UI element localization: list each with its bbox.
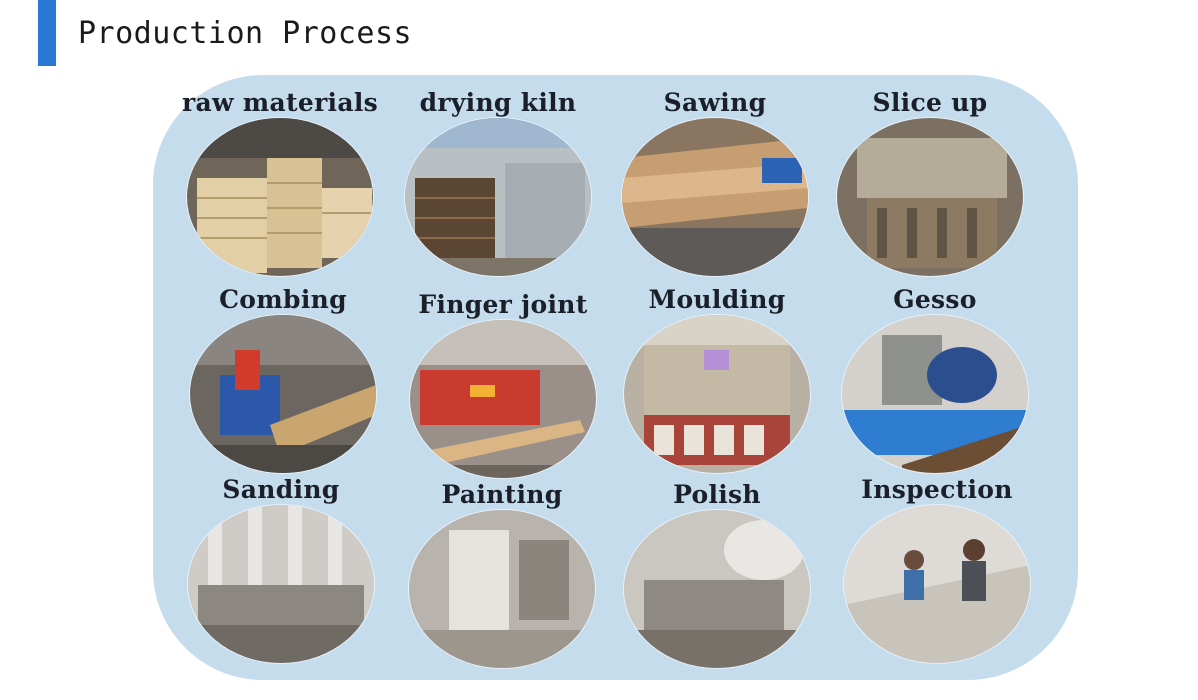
step-label: Polish <box>673 480 761 509</box>
step-sawing: Sawing <box>610 88 820 288</box>
step-painting: Painting <box>397 480 607 680</box>
sanding-machine-photo <box>188 505 374 663</box>
step-label: Painting <box>441 480 563 509</box>
painting-booth-photo <box>409 510 595 668</box>
step-gesso: Gesso <box>830 285 1040 485</box>
step-raw-materials: raw materials <box>175 88 385 288</box>
step-label: Gesso <box>893 285 977 314</box>
finger-joint-photo <box>410 320 596 478</box>
polish-machine-photo <box>624 510 810 668</box>
step-polish: Polish <box>612 480 822 680</box>
lumber-stack-photo <box>187 118 373 276</box>
page-title: Production Process <box>78 16 413 51</box>
step-finger-joint: Finger joint <box>398 290 608 490</box>
step-drying-kiln: drying kiln <box>393 88 603 288</box>
step-combing: Combing <box>178 285 388 485</box>
kiln-photo <box>405 118 591 276</box>
step-label: Sawing <box>663 88 767 117</box>
step-label: raw materials <box>181 88 379 117</box>
title-accent-bar <box>38 0 56 66</box>
step-inspection: Inspection <box>832 475 1042 675</box>
inspection-workers-photo <box>844 505 1030 663</box>
combing-machine-photo <box>190 315 376 473</box>
slicer-photo <box>837 118 1023 276</box>
step-label: drying kiln <box>419 88 577 117</box>
step-label: Inspection <box>861 475 1013 504</box>
gesso-machine-photo <box>842 315 1028 473</box>
step-moulding: Moulding <box>612 285 822 485</box>
saw-photo <box>622 118 808 276</box>
step-label: Sanding <box>222 475 340 504</box>
step-slice-up: Slice up <box>825 88 1035 288</box>
step-label: Slice up <box>872 88 988 117</box>
step-label: Combing <box>219 285 347 314</box>
moulding-machine-photo <box>624 315 810 473</box>
step-label: Finger joint <box>418 290 588 319</box>
step-sanding: Sanding <box>176 475 386 675</box>
step-label: Moulding <box>648 285 786 314</box>
